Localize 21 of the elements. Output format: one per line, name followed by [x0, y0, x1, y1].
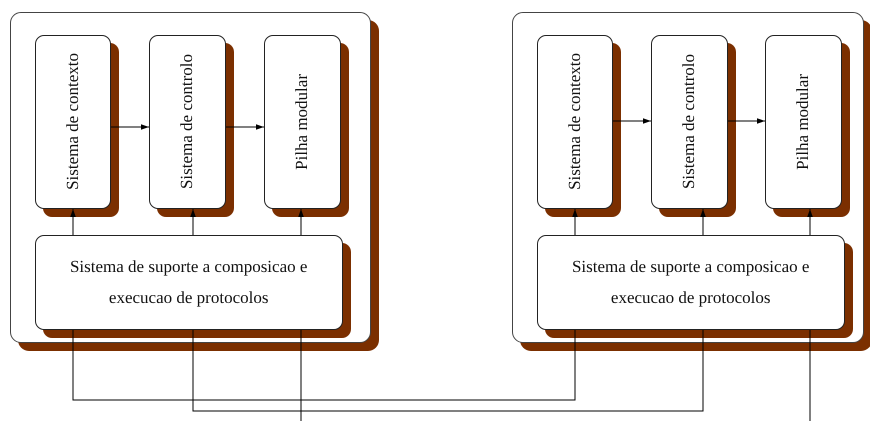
- node-label: Sistema de suporte a composicao e execucao de protocolos: [570, 256, 810, 310]
- node-label: Sistema de contexto: [564, 53, 585, 190]
- arrow: [728, 118, 766, 124]
- arrow: [807, 208, 813, 236]
- node-label: Sistema de controlo: [679, 54, 700, 190]
- arrow: [298, 208, 304, 236]
- arrow: [70, 208, 76, 236]
- node-label: Sistema de contexto: [62, 53, 83, 190]
- arrow: [572, 208, 578, 236]
- connector-line: [300, 330, 302, 421]
- node-label: Pilha modular: [793, 74, 814, 170]
- arrow: [110, 124, 150, 130]
- arrow: [226, 124, 264, 130]
- node-label: Pilha modular: [292, 74, 312, 170]
- node-label: Sistema de controlo: [177, 54, 198, 190]
- node-label: Sistema de suporte a composicao e execucao de protocolos: [68, 256, 308, 310]
- arrow: [612, 118, 652, 124]
- connector-line: [72, 330, 576, 400]
- arrow: [190, 208, 196, 236]
- arrow: [700, 208, 706, 236]
- connector-line: [192, 330, 704, 412]
